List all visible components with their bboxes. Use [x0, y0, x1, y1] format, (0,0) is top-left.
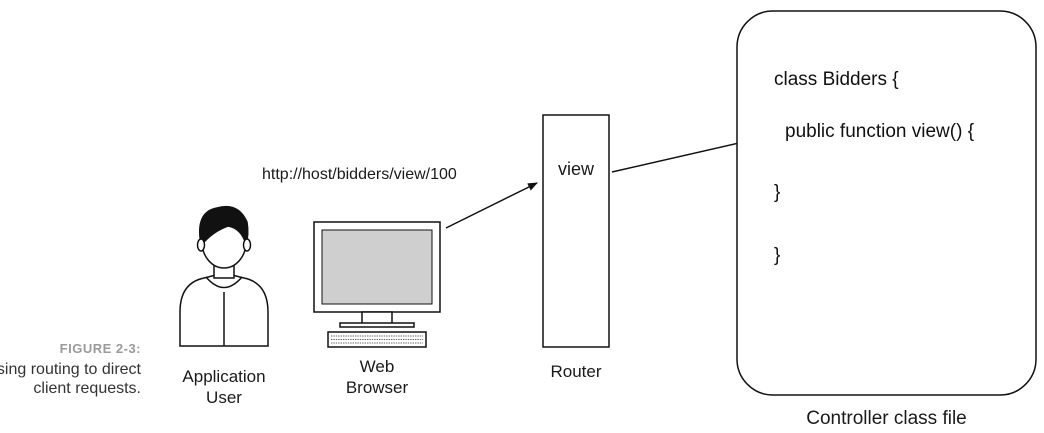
router-label: Router [550, 362, 602, 381]
figure-caption: Using routing to direct client requests. [0, 361, 141, 397]
code-line-class-close: } [774, 245, 781, 266]
code-line-class-declaration: class Bidders { [774, 69, 899, 90]
application-user-label-line1: Application [182, 367, 266, 386]
application-user-icon [179, 205, 269, 347]
controller-class-file-label: Controller class file [806, 408, 967, 429]
application-user-label-line2: User [206, 388, 242, 407]
request-arrow [445, 182, 538, 229]
application-user-label: Application User [168, 366, 280, 408]
router-box [542, 114, 610, 348]
web-browser-label: Web Browser [322, 356, 432, 398]
request-url-label: http://host/bidders/view/100 [262, 166, 457, 183]
code-line-method-close: } [774, 182, 781, 203]
router-entry-view: view [557, 159, 594, 179]
code-line-method-declaration: public function view() { [785, 121, 975, 142]
controller-class-file-box [736, 10, 1037, 396]
figure-label: FIGURE 2-3: [59, 341, 141, 356]
web-browser-label-line2: Browser [345, 378, 409, 397]
web-browser-icon [313, 221, 441, 348]
web-browser-label-line1: Web [359, 357, 395, 376]
